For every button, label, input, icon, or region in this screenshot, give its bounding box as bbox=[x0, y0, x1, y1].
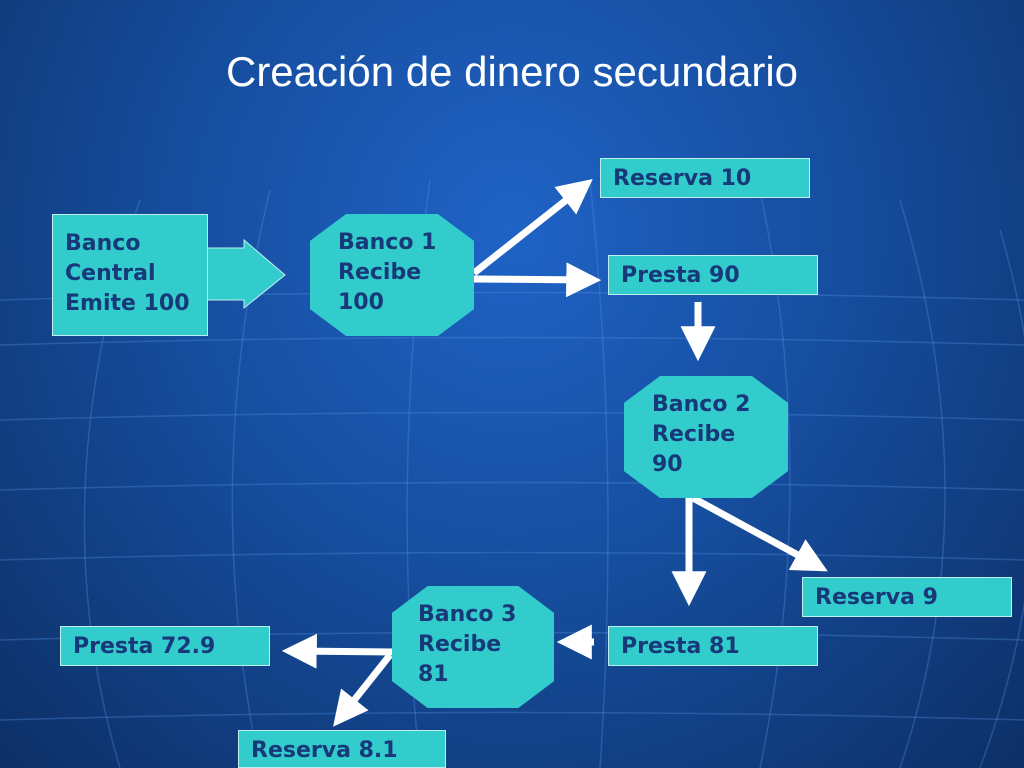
presta-90-box: Presta 90 bbox=[608, 255, 818, 295]
banco3-to-reserva81-arrow bbox=[333, 652, 393, 727]
banco-3-line-1: Banco 3 bbox=[418, 602, 517, 627]
presta-81-box: Presta 81 bbox=[608, 626, 818, 666]
reserva-8-1-box: Reserva 8.1 bbox=[238, 730, 446, 768]
banco-2-line-3: 90 bbox=[652, 452, 683, 477]
banco3-to-presta729-arrow bbox=[281, 633, 394, 669]
banco-1-octagon: Banco 1 Recibe 100 bbox=[310, 214, 474, 336]
banco-1-line-2: Recibe bbox=[338, 260, 422, 285]
banco-3-octagon: Banco 3 Recibe 81 bbox=[392, 586, 554, 708]
banco1-to-reserva10-arrow bbox=[471, 179, 593, 276]
banco-1-line-1: Banco 1 bbox=[338, 230, 437, 255]
banco-central-line-3: Emite 100 bbox=[65, 291, 190, 316]
banco-central-line-2: Central bbox=[65, 261, 156, 286]
banco1-to-presta90-arrow bbox=[473, 262, 602, 298]
banco-central-line-1: Banco bbox=[65, 231, 141, 256]
page-title: Creación de dinero secundario bbox=[225, 48, 799, 95]
banco-3-line-2: Recibe bbox=[418, 632, 502, 657]
banco2-to-reserva9-arrow bbox=[691, 494, 828, 572]
reserva-10-box: Reserva 10 bbox=[600, 158, 810, 198]
reserva-9-box: Reserva 9 bbox=[802, 577, 1012, 617]
banco-2-line-2: Recibe bbox=[652, 422, 736, 447]
central-to-banco1-arrow bbox=[204, 238, 286, 310]
presta-72-9-box: Presta 72.9 bbox=[60, 626, 270, 666]
banco-2-octagon: Banco 2 Recibe 90 bbox=[624, 376, 788, 498]
banco-central-box: Banco Central Emite 100 bbox=[52, 214, 208, 336]
banco-1-line-3: 100 bbox=[338, 290, 384, 315]
banco-3-line-3: 81 bbox=[418, 662, 449, 687]
banco-2-line-1: Banco 2 bbox=[652, 392, 751, 417]
